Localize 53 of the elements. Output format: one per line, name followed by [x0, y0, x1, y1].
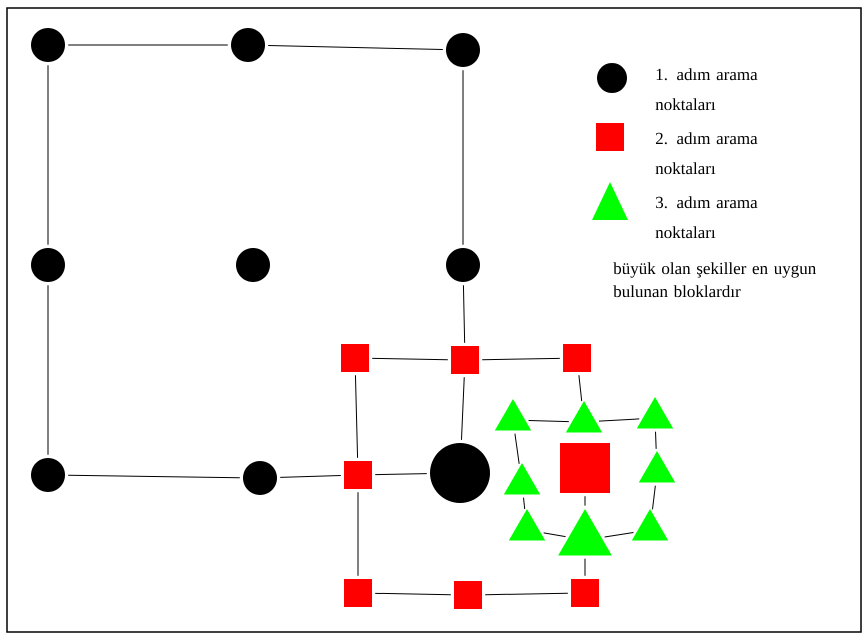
triangle-marker — [558, 509, 612, 556]
triangle-marker — [632, 509, 668, 540]
line — [462, 70, 464, 246]
square-marker — [560, 443, 610, 493]
square-marker — [454, 581, 482, 609]
line — [604, 532, 634, 538]
square-marker — [341, 344, 369, 372]
triangle-marker — [636, 397, 674, 428]
line — [68, 44, 228, 46]
dot — [231, 28, 265, 62]
dot — [243, 461, 277, 495]
triangle-marker — [494, 399, 532, 430]
line — [598, 418, 640, 422]
triangle-marker — [638, 451, 676, 482]
legend-text: 1. adım arama noktaları — [656, 68, 758, 110]
dot — [446, 248, 480, 282]
square-marker — [344, 579, 372, 607]
line — [584, 558, 586, 576]
line — [514, 433, 520, 464]
line — [354, 374, 358, 458]
line — [374, 473, 428, 476]
square-marker — [571, 579, 599, 607]
line — [462, 284, 466, 344]
legend-text: 3. adım arama noktaları — [656, 196, 758, 238]
square-marker — [563, 344, 591, 372]
square-marker — [451, 346, 479, 374]
triangle-marker — [508, 509, 546, 540]
dot — [236, 248, 270, 282]
line — [655, 431, 657, 450]
dot — [31, 248, 65, 282]
dot — [31, 28, 65, 62]
line — [523, 497, 526, 510]
line — [68, 474, 240, 478]
dot — [430, 443, 490, 503]
line — [652, 485, 656, 510]
line — [578, 374, 582, 402]
line — [268, 44, 444, 50]
square-marker — [344, 461, 372, 489]
line — [584, 496, 586, 506]
line — [484, 592, 568, 596]
dot — [31, 458, 65, 492]
line — [460, 376, 465, 440]
triangle-marker — [504, 463, 540, 494]
triangle-marker — [566, 401, 602, 432]
line — [372, 358, 448, 360]
legend-text: 2. adım arama noktaları — [656, 132, 758, 174]
dot — [446, 33, 480, 67]
line — [374, 592, 452, 596]
line — [280, 475, 342, 478]
line — [528, 420, 570, 422]
line — [482, 358, 560, 360]
line — [543, 532, 566, 538]
note-text: büyük olan şekiller en uygun bulunan bloklardır — [613, 262, 816, 298]
